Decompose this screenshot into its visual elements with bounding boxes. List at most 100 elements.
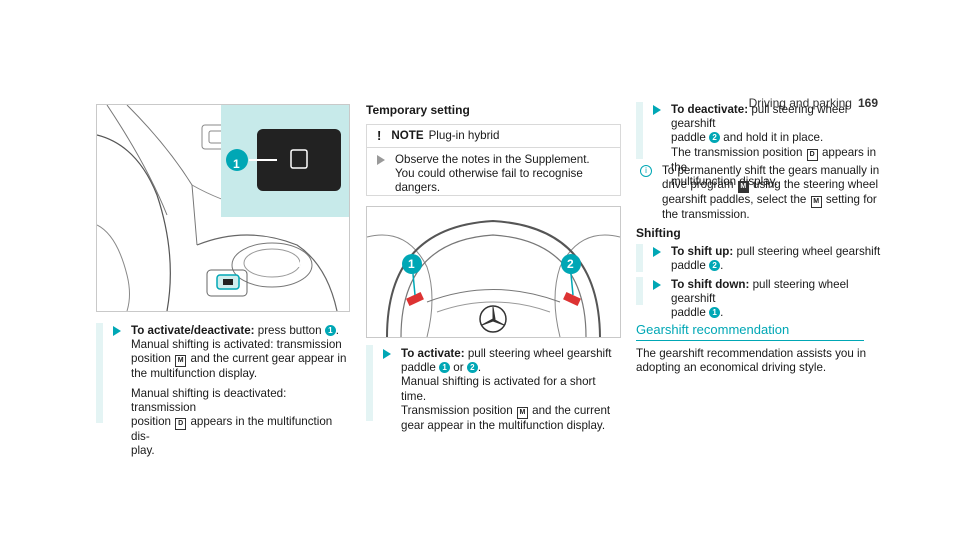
recommendation-text: The gearshift recommendation assists you… [636, 347, 876, 375]
info-text: setting for [825, 193, 877, 207]
step-title: To deactivate: [671, 103, 749, 116]
step-activate-deactivate: To activate/deactivate: press button 1. … [113, 324, 353, 458]
callout-1 [402, 254, 422, 274]
callout-badge: 2 [709, 132, 721, 144]
step-title: To shift down: [671, 278, 750, 291]
note-header: ! NOTE Plug-in hybrid [367, 125, 620, 148]
step-bar [366, 345, 373, 421]
section-shifting: Shifting [636, 226, 681, 240]
step-text: pull steering wheel gearshift [467, 347, 612, 360]
steering-wheel-illustration [367, 219, 620, 337]
step-text: paddle [671, 259, 706, 273]
display-letter: M [294, 256, 304, 270]
callout-badge: 1 [324, 325, 336, 336]
position-d-icon: D [806, 148, 818, 161]
step-text: . [477, 361, 482, 375]
step-text: or [453, 361, 464, 375]
step-arrow-icon [653, 280, 661, 290]
step-shift-up: To shift up: pull steering wheel gearshi… [653, 245, 893, 273]
step-activate: To activate: pull steering wheel gearshi… [383, 347, 623, 433]
step-text: Manual shifting is activated for a short… [401, 375, 596, 403]
step-text: multifunction display. [671, 174, 778, 188]
step-bar [636, 277, 643, 305]
body-text: adopting an economical driving style. [636, 361, 827, 375]
note-box: ! NOTE Plug-in hybrid Observe the notes … [366, 124, 621, 196]
position-m-icon: M [175, 355, 187, 368]
step-text: paddle [401, 361, 436, 375]
header-section: Driving and parking [748, 96, 852, 110]
info-text: the transmission. [662, 208, 750, 222]
step-deactivate: To deactivate: pull steering wheel gears… [653, 103, 893, 189]
step-arrow-icon [377, 155, 385, 165]
step-text: appears in the [671, 145, 877, 174]
section-temporary-setting: Temporary setting [366, 103, 470, 117]
step-title: To shift up: [671, 245, 734, 258]
info-text: drive program [662, 178, 734, 192]
position-d-icon: D [175, 418, 187, 431]
note-title: Plug-in hybrid [428, 128, 500, 142]
callout-badge: 2 [466, 362, 478, 374]
callout-1 [226, 149, 248, 171]
step-bar [636, 244, 643, 272]
callout-badge: 1 [439, 362, 451, 374]
callout-1-label: 1 [408, 257, 415, 271]
step-title: To activate/deactivate: [131, 324, 255, 337]
step-text: the multifunction display. [131, 367, 258, 381]
info-text: To permanently shift the gears manually … [662, 164, 880, 177]
section-gearshift-recommendation: Gearshift recommendation [636, 322, 790, 337]
step-text: pull steering wheel gearshift [736, 245, 881, 258]
note-label: NOTE [391, 128, 424, 142]
star-logo-icon [479, 305, 507, 333]
info-text: using the steering wheel [753, 178, 879, 192]
running-header: Driving and parking 169 [749, 96, 878, 110]
step-bar [96, 323, 103, 423]
center-console-illustration [97, 105, 349, 311]
step-text: and the current gear appear in [190, 352, 347, 366]
info-text: gearshift paddles, select the [662, 193, 807, 207]
step-arrow-icon [113, 326, 121, 336]
step-text: position [131, 352, 171, 366]
note-text: dangers. [395, 181, 441, 195]
callout-2-label: 2 [567, 257, 574, 271]
step-arrow-icon [653, 105, 661, 115]
step-bar [636, 102, 643, 159]
step-text: The transmission position [671, 145, 803, 159]
callout-1-label: 1 [233, 157, 240, 171]
drive-program-icon: M [737, 181, 749, 194]
step-text: play. [131, 444, 155, 458]
figure-steering-wheel: 1 2 [366, 206, 621, 338]
step-text: press button [257, 324, 322, 337]
step-text: paddle [671, 131, 706, 145]
step-text: appears in the multifunction dis- [131, 415, 333, 444]
step-title: To activate: [401, 347, 465, 360]
step-text: gear appear in the multifunction display… [401, 418, 606, 432]
step-text: Manual shifting is activated: transmissi… [131, 338, 342, 352]
note-text: You could otherwise fail to recognise [395, 167, 583, 181]
step-text: Manual shifting is deactivated: transmis… [131, 386, 287, 414]
section-rule [636, 340, 864, 341]
callout-badge: 2 [709, 260, 721, 272]
step-text: and hold it in place. [723, 131, 824, 145]
step-text: . [720, 306, 724, 320]
step-text: . [720, 259, 724, 273]
page-number: 169 [857, 96, 878, 110]
step-text: position [131, 415, 171, 429]
note-text: Observe the notes in the Supplement. [395, 153, 590, 166]
step-text: pull steering wheel gearshift [671, 103, 848, 131]
body-text: The gearshift recommendation assists you… [636, 347, 867, 360]
callout-badge: 1 [709, 307, 721, 319]
note-step: Observe the notes in the Supplement. You… [377, 153, 590, 196]
step-arrow-icon [653, 247, 661, 257]
position-m-icon: M [810, 196, 822, 209]
callout-2 [561, 254, 581, 274]
figure-center-console: 1 M [96, 104, 350, 312]
step-text: . [335, 324, 340, 337]
step-text: paddle [671, 306, 706, 320]
step-arrow-icon [383, 349, 391, 359]
m-button-closeup [257, 129, 341, 191]
step-text: and the current [532, 403, 611, 417]
position-m-icon: M [516, 406, 528, 419]
warning-icon: ! [377, 127, 382, 143]
info-note: i To permanently shift the gears manuall… [640, 164, 890, 222]
step-text: pull steering wheel gearshift [671, 278, 849, 306]
